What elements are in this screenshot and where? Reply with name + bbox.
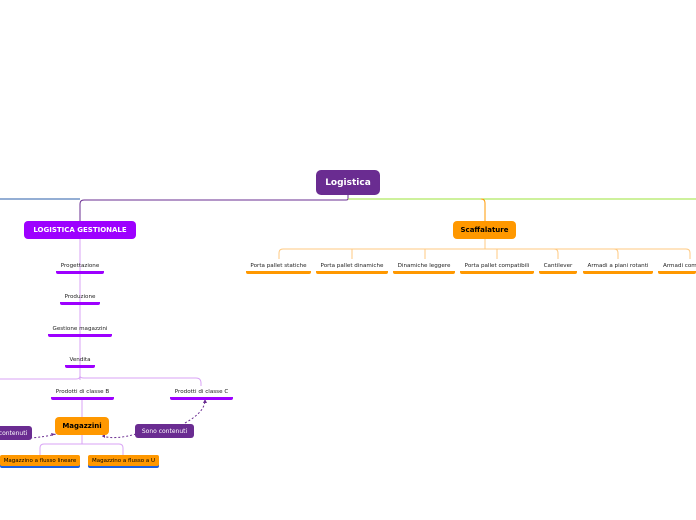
prodotti-classe-c-node[interactable]: Prodotti di classe C: [170, 388, 233, 400]
magazzino-flusso-u-node[interactable]: Magazzino a flusso a U: [88, 455, 159, 466]
logistica-gestionale-node[interactable]: LOGISTICA GESTIONALE: [24, 221, 136, 239]
porta-pallet-statiche-node[interactable]: Porta pallet statiche: [246, 262, 311, 274]
sono-contenuti-relation-label[interactable]: Sono contenuti: [135, 424, 194, 438]
produzione-node[interactable]: Produzione: [60, 293, 100, 305]
scaffalature-node[interactable]: Scaffalature: [453, 221, 516, 239]
armadi-piani-rotanti-node[interactable]: Armadi a piani rotanti: [583, 262, 653, 274]
magazzino-flusso-lineare-node[interactable]: Magazzino a flusso lineare: [0, 455, 80, 466]
porta-pallet-dinamiche-node[interactable]: Porta pallet dinamiche: [316, 262, 388, 274]
magazzini-node[interactable]: Magazzini: [55, 417, 109, 435]
porta-pallet-compatibili-node[interactable]: Porta pallet compatibili: [460, 262, 534, 274]
gestione-magazzini-node[interactable]: Gestione magazzini: [48, 325, 112, 337]
prodotti-classe-b-node[interactable]: Prodotti di classe B: [51, 388, 114, 400]
contenuti-relation-label[interactable]: contenuti: [0, 426, 32, 440]
armadi-com-node[interactable]: Armadi com: [658, 262, 696, 274]
progettazione-node[interactable]: Progettazione: [56, 262, 104, 274]
vendita-node[interactable]: Vendita: [65, 356, 95, 368]
dinamiche-leggere-node[interactable]: Dinamiche leggere: [393, 262, 455, 274]
root-node[interactable]: Logistica: [316, 170, 380, 195]
cantilever-node[interactable]: Cantilever: [539, 262, 577, 274]
